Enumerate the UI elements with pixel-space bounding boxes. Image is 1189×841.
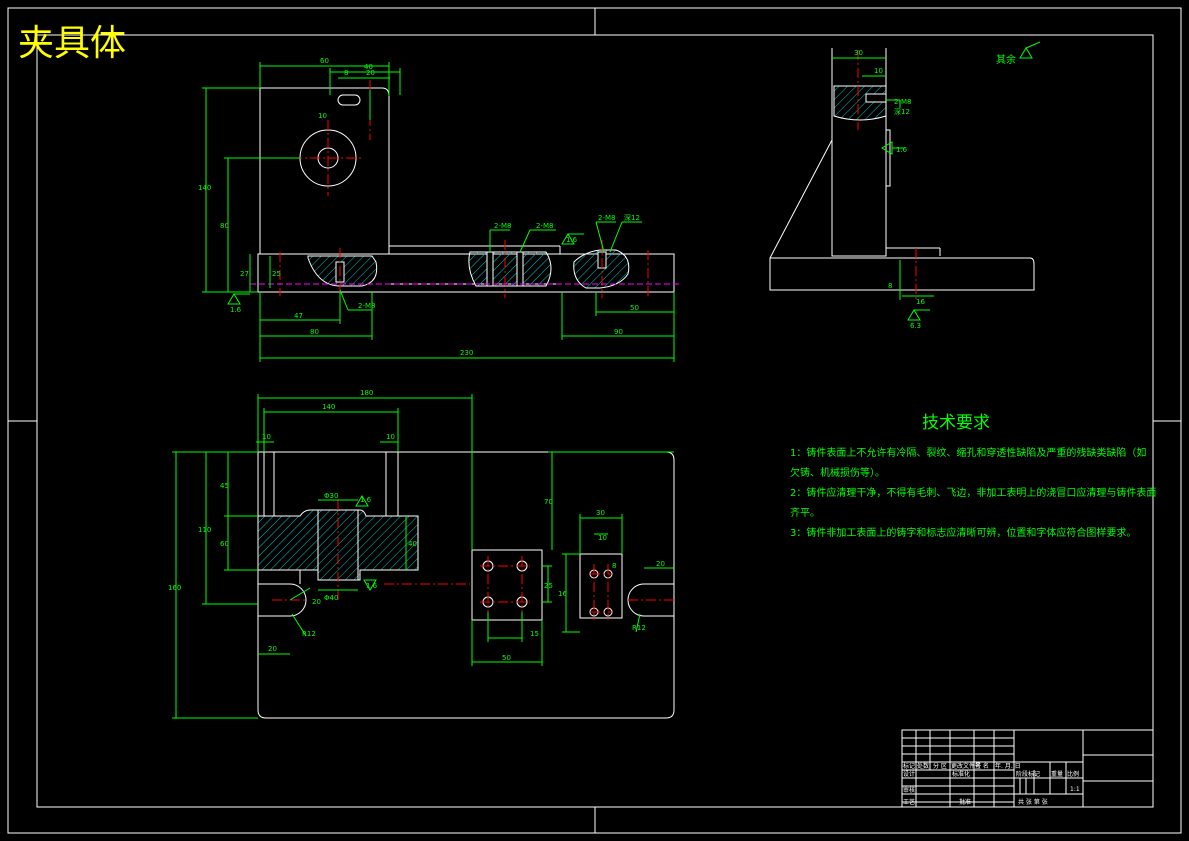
- dim-right-50: 50: [630, 304, 639, 312]
- tb-scale: 1:1: [1070, 786, 1080, 793]
- top-dim-right70: 70: [544, 498, 553, 506]
- drawing-title: 夹具体: [18, 23, 126, 64]
- dim-height-mid: 80: [220, 222, 229, 230]
- top-dim-right-10: 10: [386, 433, 395, 441]
- tech-item-1: 1：铸件表面上不允许有冷隔、裂纹、缩孔和穿透性缺陷及严重的残缺类缺陷（如: [790, 446, 1146, 459]
- top-dim-sp10: 10: [598, 534, 607, 542]
- dim-rough-left: 1.6: [230, 306, 242, 314]
- side-dim-hole: 2-M8: [894, 98, 911, 106]
- top-dim-h160: 160: [168, 584, 181, 592]
- tech-requirements: 技术要求 1：铸件表面上不允许有冷隔、裂纹、缩孔和穿透性缺陷及严重的残缺类缺陷（…: [790, 413, 1156, 539]
- top-dim-d-bot: Φ40: [324, 594, 338, 602]
- dim-base-inner: 25: [272, 270, 281, 278]
- side-dim-hole-depth: 深12: [894, 107, 910, 116]
- tb-mark: 标记: [903, 762, 915, 770]
- top-dim-d-top: Φ30: [324, 492, 338, 500]
- top-dim-d20: 20: [656, 560, 665, 568]
- dim-upper-r: 10: [318, 112, 327, 120]
- top-dim-overall: 180: [360, 389, 373, 397]
- top-view: 180 140 10 10 45 110 60 160 Φ30 Φ40 1.6 …: [168, 389, 675, 719]
- tb-stage: 阶段标记: [1016, 770, 1040, 778]
- dim-hole-label: 2-M8: [358, 302, 375, 310]
- top-dim-rough: 1.6: [360, 496, 372, 504]
- top-dim-w30: 30: [596, 509, 605, 517]
- tb-zone: 分 区: [933, 762, 947, 770]
- dim-height-total: 140: [198, 184, 211, 192]
- dim-left-47: 47: [294, 312, 303, 320]
- tb-sheet: 共 张 第 张: [1018, 798, 1048, 806]
- dim-slot-c: 2-M8: [598, 214, 615, 222]
- dim-right-90: 90: [614, 328, 623, 336]
- tech-heading: 技术要求: [922, 413, 990, 433]
- top-dim-r12: R12: [302, 630, 316, 638]
- dim-base-h: 27: [240, 270, 249, 278]
- side-dim-base-h: 8: [888, 282, 892, 290]
- top-dim-w20: 20: [268, 645, 277, 653]
- tb-process: 工艺: [903, 798, 915, 806]
- top-dim-r-left: R12: [632, 624, 646, 632]
- top-dim-h60: 60: [220, 540, 229, 548]
- side-dim-rough: 1.6: [896, 146, 908, 154]
- title-block: 标记 处数 分 区 更改文件号 签 名 年. 月. 日 设计 标准化 阶段标记 …: [901, 729, 1154, 808]
- top-dim-left-10: 10: [262, 433, 271, 441]
- tb-standard: 标准化: [952, 770, 970, 778]
- front-view: 60 40 8 20 10 140 80 27 25 47 80 50 90 2…: [198, 57, 680, 362]
- dim-top-small: 8: [344, 69, 348, 77]
- tb-design: 设计: [903, 770, 915, 778]
- top-dim-inner: 140: [322, 403, 335, 411]
- tech-item-2: 2：铸件应清理干净，不得有毛刺、飞边，非加工表明上的浇冒口应清理与铸件表面: [790, 486, 1156, 499]
- tb-weight: 重量: [1051, 770, 1063, 778]
- dim-overall: 230: [460, 349, 473, 357]
- top-dim-h110: 110: [198, 526, 211, 534]
- tech-item-1b: 欠铸、机械损伤等）。: [790, 466, 885, 479]
- tb-approve: 批准: [959, 798, 971, 806]
- side-dim-slot: 10: [874, 67, 883, 75]
- tb-ratio: 比例: [1067, 770, 1079, 778]
- dim-slot-a: 2-M8: [494, 222, 511, 230]
- top-dim-h40: 40: [408, 540, 417, 548]
- dim-slot-b: 2-M8: [536, 222, 553, 230]
- roughness-note: 其余: [996, 53, 1016, 66]
- top-dim-w50: 50: [502, 654, 511, 662]
- tb-doc: 更改文件号: [951, 762, 981, 770]
- top-dim-rough2: 1.6: [366, 582, 378, 590]
- top-dim-sp15: 15: [530, 630, 539, 638]
- top-dim-r20: 20: [312, 598, 321, 606]
- tb-date: 年. 月. 日: [995, 762, 1021, 770]
- top-dim-w8: 8: [612, 562, 616, 570]
- side-dim-width: 30: [854, 49, 863, 57]
- side-dim-rough-base: 6.3: [910, 322, 921, 330]
- top-dim-h45: 45: [220, 482, 229, 490]
- side-dim-base-w: 16: [916, 298, 925, 306]
- top-dim-h16: 16: [558, 590, 567, 598]
- tb-review: 审核: [903, 786, 915, 794]
- tech-item-3: 3：铸件非加工表面上的铸字和标志应清晰可辨，位置和字体应符合图样要求。: [790, 526, 1136, 539]
- dim-rough-mid: 1.6: [566, 236, 578, 244]
- sheet-frame: [7, 7, 1182, 834]
- dim-top-width: 60: [320, 57, 329, 65]
- tb-count: 处数: [917, 762, 929, 770]
- side-view: 30 10 2-M8 深12 1.6 8 16 6.3 其余: [769, 41, 1041, 330]
- dim-top-right: 40: [364, 63, 373, 71]
- dim-slot-d: 深12: [624, 213, 640, 222]
- tech-item-2b: 齐平。: [790, 506, 820, 519]
- dim-left-80: 80: [310, 328, 319, 336]
- dim-top-hole: 20: [366, 69, 375, 77]
- top-dim-h25: 25: [544, 582, 553, 590]
- tb-sign: 签 名: [975, 762, 989, 770]
